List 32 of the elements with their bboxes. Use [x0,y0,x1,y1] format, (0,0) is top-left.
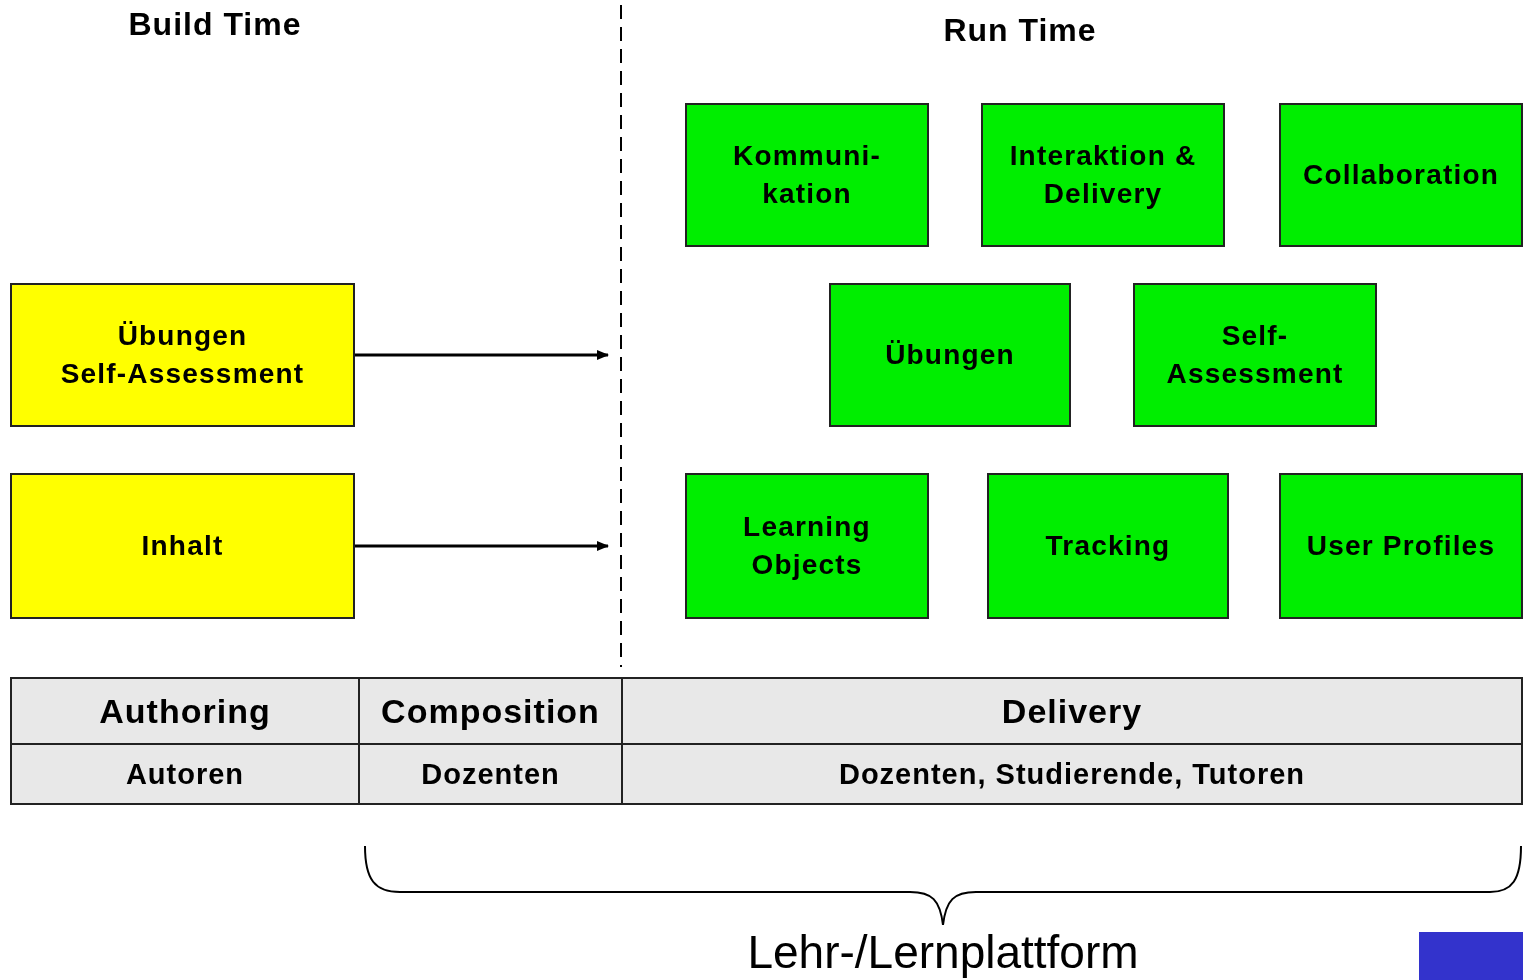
box-label: Learning Objects [742,510,872,582]
component-box [10,283,355,427]
table-cell: Authoring [12,679,360,745]
component-box [987,473,1229,619]
component-box [10,473,355,619]
arrow [355,350,609,360]
box-label: User Profiles [1306,529,1496,564]
box-label: Self- Assessment [1165,319,1345,391]
component-box [685,473,929,619]
column-heading: Build Time [127,6,303,43]
table-cell: Autoren [12,745,360,803]
table-cell: Dozenten [360,745,623,803]
column-heading: Run Time [942,12,1098,49]
table-cell: Composition [360,679,623,745]
box-label: Tracking [1045,529,1171,564]
brace-label: Lehr-/Lernplattform [746,925,1140,979]
arrow [355,541,609,551]
component-box [1133,283,1377,427]
table-cell-text: Dozenten, Studierende, Tutoren [837,756,1307,792]
box-label: Inhalt [141,529,224,564]
component-box [981,103,1225,247]
component-box [1279,473,1523,619]
box-label: Übungen [885,338,1015,373]
box-label: Self-Assessment [60,357,305,391]
box-label: Übungen [117,319,248,354]
box-label: Kommuni- kation [732,139,882,211]
table-cell: Delivery [623,679,1521,745]
box-label: Collaboration [1302,158,1499,193]
component-box [685,103,929,247]
box-label: Interaktion & Delivery [1008,139,1198,211]
component-box [829,283,1071,427]
component-box [1279,103,1523,247]
